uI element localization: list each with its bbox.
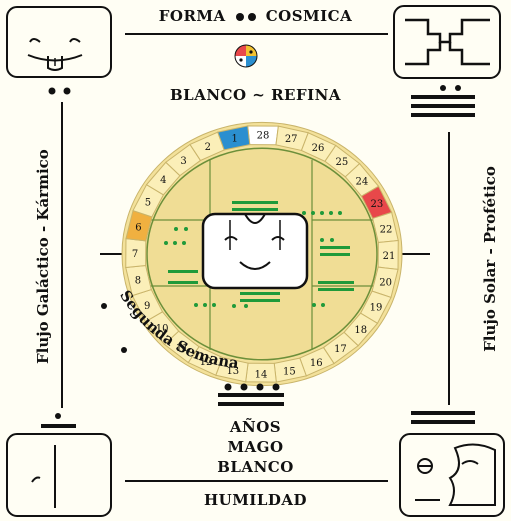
lower-line-1: AÑOS [229,418,282,436]
bottom-right-bars [411,411,475,424]
title-right-word: COSMICA [265,7,353,25]
top-right-glyph-icon [393,5,501,79]
title-left-word: FORMA [158,7,226,25]
day-number-23: 23 [370,199,383,210]
bottom-left-bar-dot [41,413,76,428]
bottom-label: HUMILDAD [203,491,308,509]
title-dots [234,7,258,25]
day-number-2: 2 [205,142,211,153]
day-number-5: 5 [145,197,151,208]
day-number-25: 25 [336,157,349,168]
card-title: FORMA COSMICA [0,7,511,25]
day-number-9: 9 [144,301,150,312]
week-label: Segunda Semana [116,287,240,372]
day-number-12: 12 [200,357,213,368]
day-number-10: 10 [156,324,169,335]
day-number-28: 28 [257,131,270,142]
day-number-16: 16 [310,358,323,369]
day-number-27: 27 [285,134,298,145]
day-number-19: 19 [370,303,383,314]
week-dot-2 [121,347,127,353]
top-left-glyph-icon [6,6,112,78]
day-number-13: 13 [226,366,239,377]
day-number-1: 1 [231,133,237,144]
day-number-7: 7 [132,249,138,260]
day-number-22: 22 [380,224,393,235]
frame-lines [61,33,450,482]
lower-line-3: BLANCO [217,458,294,476]
four-color-circle-icon [234,44,258,68]
lower-line-2: MAGO [227,438,284,456]
day-number-18: 18 [354,325,367,336]
tone-bars [218,383,284,406]
bottom-right-glyph-icon [399,433,505,517]
day-cell-1 [217,125,251,151]
day-number-6: 6 [135,223,141,234]
svg-text:Segunda Semana: Segunda Semana [116,287,240,372]
tone-name: BLANCO ~ REFINA [169,86,341,104]
week-dot-1 [101,303,107,309]
day-number-8: 8 [135,276,141,287]
top-left-dots [48,87,71,95]
day-number-14: 14 [255,369,268,380]
day-number-21: 21 [383,251,396,262]
day-number-26: 26 [312,143,325,154]
day-number-15: 15 [283,367,296,378]
smiling-face-glyph-icon [201,212,309,290]
day-number-17: 17 [334,344,347,355]
bottom-left-glyph-icon [6,433,112,517]
day-number-20: 20 [379,277,392,288]
day-number-11: 11 [176,343,189,354]
top-right-bars [411,85,475,117]
day-number-24: 24 [356,176,369,187]
day-number-3: 3 [180,156,186,167]
day-number-4: 4 [160,175,166,186]
